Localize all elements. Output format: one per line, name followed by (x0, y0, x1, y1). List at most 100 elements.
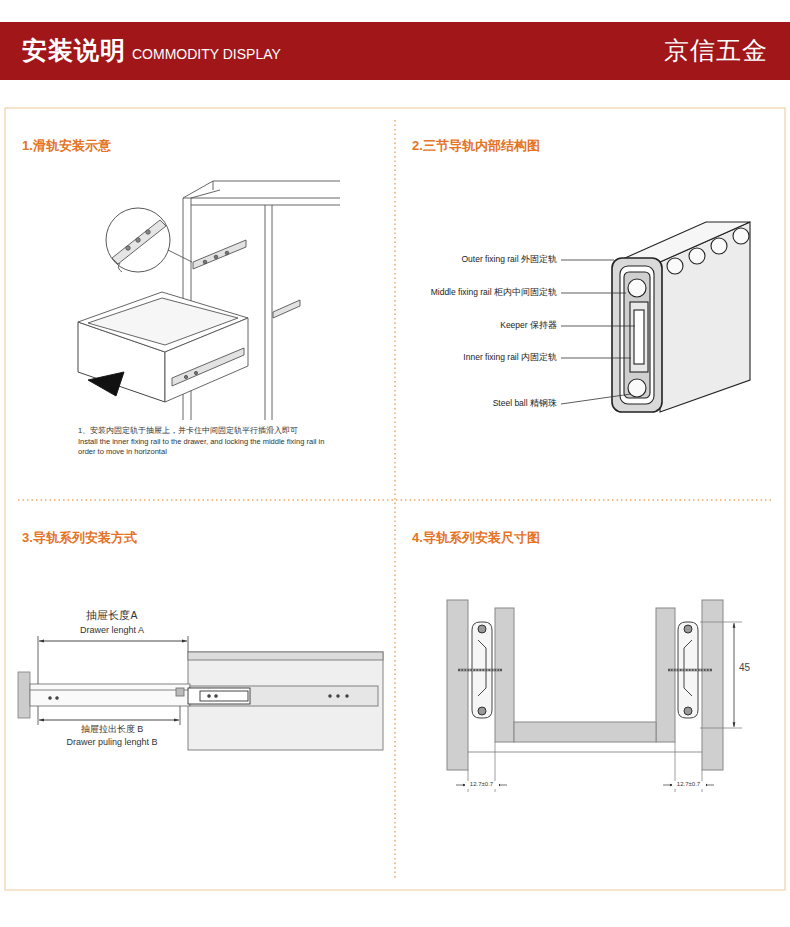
screw-hole (346, 695, 349, 698)
section-half (447, 600, 585, 792)
dimension-label: 抽屉拉出长度 B (42, 724, 182, 736)
steel-ball (684, 625, 692, 633)
dimension-label: 抽屉长度A (52, 609, 172, 623)
header-title: 安装说明 (22, 34, 126, 67)
rail-hole (136, 238, 140, 242)
leader-line (561, 358, 631, 359)
rail-edge (30, 690, 190, 691)
steel-ball (478, 707, 486, 715)
pull-arrow (88, 372, 124, 396)
slider (188, 688, 250, 704)
outer-rail (612, 258, 662, 412)
screw-hole (215, 695, 218, 698)
rail-hole (146, 230, 150, 234)
cabinet-box (188, 652, 383, 750)
note-text: 1、安装内固定轨于抽屉上，并卡住中间固定轨平行插滑入即可 (78, 426, 368, 436)
panel: 3.导轨系列安装方式 (5, 500, 395, 890)
stopper (176, 688, 184, 696)
extension-line (188, 636, 189, 652)
cabinet-side (447, 600, 468, 770)
cabinet-side (702, 600, 723, 770)
dimension-label: 12.7±0.7 (672, 781, 706, 789)
steel-ball (733, 228, 749, 244)
panel-heading: 4.导轨系列安装尺寸图 (412, 529, 540, 547)
screw (668, 669, 712, 671)
rail-ball (184, 375, 187, 378)
extension-line (700, 622, 742, 623)
leader-line (561, 260, 614, 261)
turn-mark (118, 263, 122, 272)
magnifier (106, 208, 170, 272)
part-label: Steel ball 精钢珠 (398, 398, 557, 409)
drawer-rail (172, 348, 244, 386)
screw-hole (337, 695, 340, 698)
extension-line (180, 706, 181, 725)
dimension-line (734, 623, 735, 727)
cabinet-rail (273, 300, 300, 318)
inner-rail (630, 302, 648, 372)
dimension-label: 45 (739, 661, 763, 674)
screw-thread (460, 670, 500, 671)
part-label: Keeper 保持器 (398, 320, 557, 331)
rail-cavity (620, 266, 654, 404)
rail-top-face (616, 222, 750, 262)
rail-ball (225, 251, 229, 255)
dimension-line (39, 720, 179, 721)
leader-line (561, 394, 631, 404)
extension-line (700, 728, 742, 729)
header-subtitle: COMMODITY DISPLAY (132, 46, 281, 62)
rail-detail (112, 220, 166, 264)
panel-heading: 3.导轨系列安装方式 (22, 529, 137, 547)
cabinet-drawing (78, 181, 340, 420)
steel-ball (689, 248, 705, 264)
section-half (585, 600, 723, 792)
extension-line (38, 636, 39, 684)
rail-ball (203, 260, 207, 264)
extension-line (38, 706, 39, 725)
screw-hole (49, 697, 52, 700)
dimension-label: Drawer puling lenght B (32, 737, 192, 749)
base-line (585, 752, 702, 753)
dimension-label: Drawer lenght A (42, 625, 182, 637)
note-text: Install the inner fixing rail to the dra… (78, 437, 340, 457)
panel: 4.导轨系列安装尺寸图 (395, 500, 785, 890)
leader-line (561, 326, 635, 327)
dimension-line (39, 641, 187, 642)
divider (18, 499, 772, 501)
inner-rail (30, 684, 190, 706)
rail-section (612, 222, 750, 412)
part-label: Outer fixing rail 外固定轨 (398, 254, 557, 265)
rail-ball (214, 255, 218, 259)
middle-rail (624, 272, 650, 398)
screw-hole (329, 695, 332, 698)
cabinet-rail (193, 240, 246, 269)
steel-ball (478, 625, 486, 633)
side-view (18, 636, 383, 750)
section-view (447, 600, 742, 792)
panel: 2.三节导轨内部结构图 (395, 108, 785, 500)
base-line (468, 752, 585, 753)
rail-detail (478, 640, 486, 696)
slider-window (200, 691, 248, 701)
panel-heading: 1.滑轨安装示意 (22, 137, 111, 155)
brand-name: 京信五金 (664, 34, 768, 67)
rail-detail (684, 640, 692, 696)
screw-hole (56, 697, 59, 700)
drawer-side (495, 608, 514, 742)
drawer-end (18, 672, 30, 718)
leader-lines (561, 260, 635, 404)
steel-ball (684, 707, 692, 715)
leader-line (168, 250, 192, 262)
dimension-label: 12.7±0.7 (465, 781, 499, 789)
drawer-side (656, 608, 675, 742)
screw-hole (208, 695, 211, 698)
leader-line (561, 293, 626, 294)
frame (5, 108, 785, 890)
part-label: Inner fixing rail 内固定轨 (398, 352, 557, 363)
steel-ball (711, 238, 727, 254)
drawer-side (165, 318, 248, 402)
divider (394, 120, 396, 880)
screw-thread (670, 670, 710, 671)
steel-ball (628, 279, 646, 297)
